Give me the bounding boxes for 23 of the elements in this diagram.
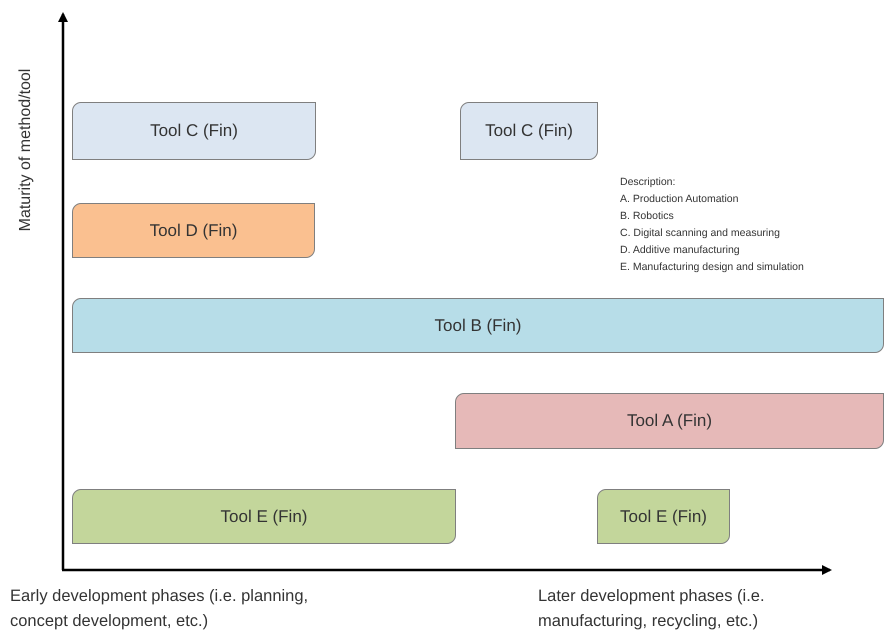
- tool-bar: [455, 393, 884, 449]
- legend-item: C. Digital scanning and measuring: [620, 227, 780, 239]
- legend-item: D. Additive manufacturing: [620, 244, 740, 256]
- tool-bar: [72, 102, 316, 160]
- legend-item: B. Robotics: [620, 210, 674, 222]
- tool-label: Tool E (Fin): [620, 506, 707, 526]
- axis-title: Later development phases (i.e. manufacturing, recycling, etc.): [538, 586, 766, 632]
- tool-label: Tool C (Fin): [150, 121, 238, 141]
- tool-label: Tool D (Fin): [150, 220, 238, 240]
- axis-title: Early development phases (i.e. planning, concept development, etc.): [10, 586, 310, 632]
- tool-bar: [72, 489, 456, 544]
- tool-label: Tool E (Fin): [220, 506, 308, 526]
- axis-title: Maturity of method/tool: [17, 68, 35, 232]
- tool-bar: [460, 102, 598, 160]
- tool-bar: [72, 298, 884, 353]
- legend-item: A. Production Automation: [620, 193, 738, 205]
- tool-label: Tool B (Fin): [434, 316, 522, 336]
- tool-bar: [72, 203, 315, 258]
- tool-label: Tool A (Fin): [626, 411, 712, 431]
- tool-label: Tool C (Fin): [485, 121, 573, 141]
- legend-item: E. Manufacturing design and simulation: [620, 261, 804, 273]
- tool-bar: [597, 489, 730, 544]
- legend-heading: Description:: [620, 176, 676, 188]
